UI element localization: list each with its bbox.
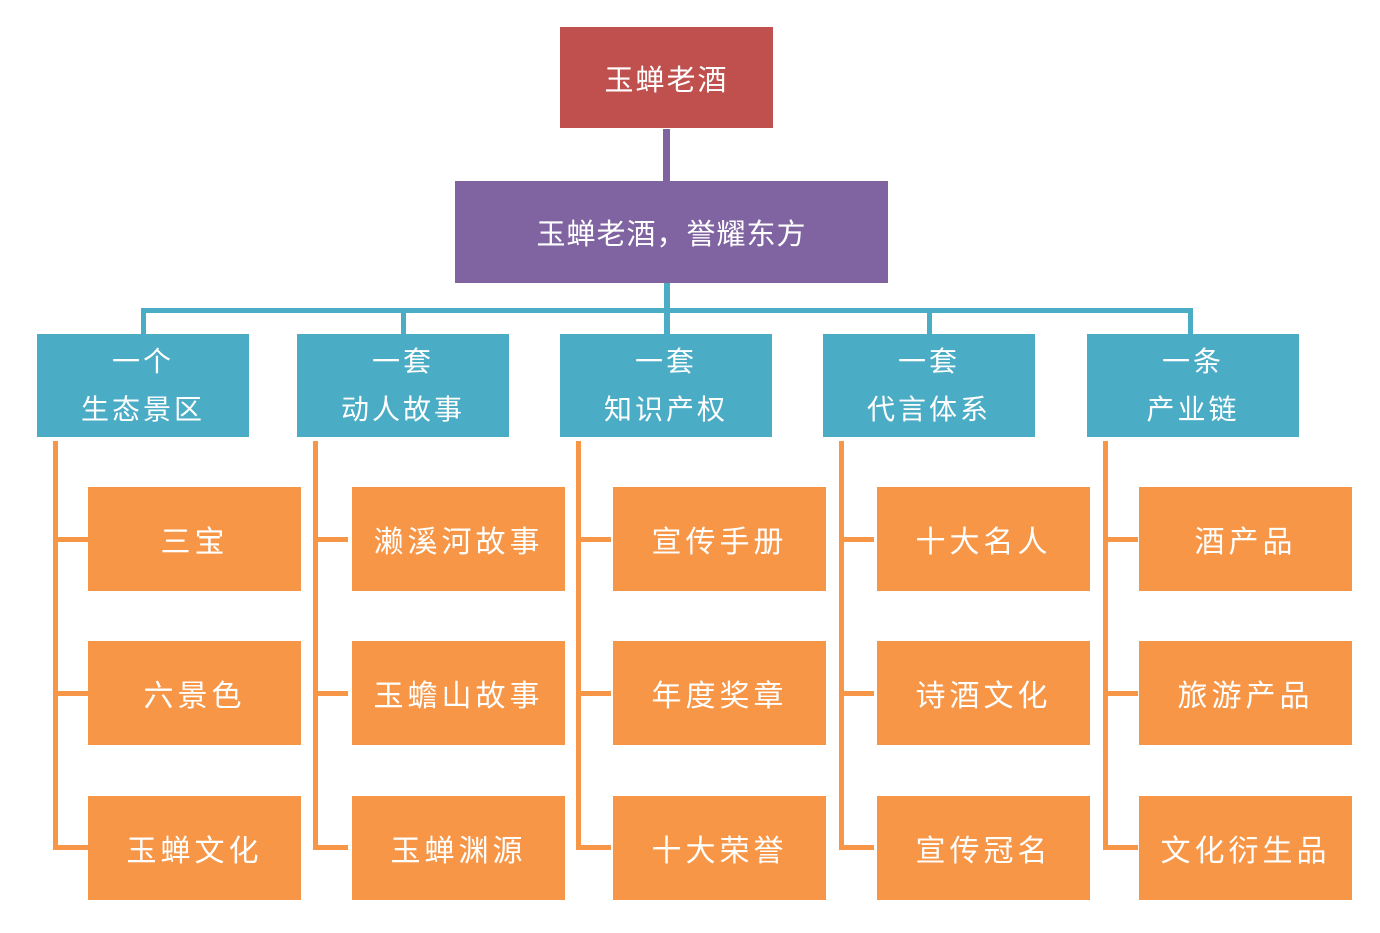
leaf-node-1-2: 六景色 [88,641,301,745]
leaf-node-5-2: 旅游产品 [1139,641,1352,745]
leaf-label: 十大名人 [915,525,1052,560]
leaf-label: 诗酒文化 [915,679,1052,714]
branch-4-label-line2: 代言体系 [866,392,991,426]
branch-5-label-line2: 产业链 [1146,392,1240,426]
leaf-label: 玉蟾山故事 [373,679,544,714]
leaf-label: 旅游产品 [1177,679,1314,714]
branch-node-1: 一个 生态景区 [37,334,249,437]
branch-5-spine-connector [1103,441,1108,849]
branch-node-4: 一套 代言体系 [823,334,1035,437]
branch-1-label-line2: 生态景区 [80,392,205,426]
leaf-stub-connector-3-1 [576,537,611,542]
leaf-node-3-2: 年度奖章 [613,641,826,745]
leaf-stub-connector-3-3 [576,845,611,850]
branch-3-label-line1: 一套 [634,344,697,378]
leaf-node-2-1: 濑溪河故事 [352,487,565,591]
branch-node-2: 一套 动人故事 [297,334,509,437]
leaf-stub-connector-1-1 [53,537,88,542]
leaf-label: 年度奖章 [651,679,788,714]
leaf-node-4-3: 宣传冠名 [877,796,1090,900]
branch-node-3: 一套 知识产权 [560,334,772,437]
root-label: 玉蝉老酒 [604,62,729,97]
branch-2-label-line1: 一套 [371,344,434,378]
branch-1-label-line1: 一个 [111,344,174,378]
branch-drop-connector-3 [664,308,669,334]
leaf-label: 宣传冠名 [915,834,1052,869]
leaf-stub-connector-1-2 [53,691,88,696]
branch-drop-connector-5 [1188,308,1193,334]
leaf-node-1-1: 三宝 [88,487,301,591]
leaf-label: 宣传手册 [651,525,788,560]
leaf-node-2-2: 玉蟾山故事 [352,641,565,745]
branch-3-spine-connector [576,441,581,849]
leaf-node-5-1: 酒产品 [1139,487,1352,591]
leaf-label: 酒产品 [1194,525,1297,560]
leaf-node-3-3: 十大荣誉 [613,796,826,900]
leaf-stub-connector-2-2 [313,691,348,696]
leaf-node-2-3: 玉蝉渊源 [352,796,565,900]
slogan-label: 玉蝉老酒，誉耀东方 [536,217,807,251]
leaf-stub-connector-5-2 [1103,691,1138,696]
branch-2-label-line2: 动人故事 [340,392,465,426]
leaf-label: 文化衍生品 [1160,834,1331,869]
leaf-stub-connector-2-3 [313,845,348,850]
leaf-label: 玉蝉文化 [126,834,263,869]
branch-3-label-line2: 知识产权 [603,392,728,426]
leaf-stub-connector-4-2 [839,691,874,696]
branch-4-spine-connector [839,441,844,849]
root-to-banner-connector [663,129,670,181]
leaf-label: 六景色 [143,679,246,714]
branch-1-spine-connector [53,441,58,849]
leaf-stub-connector-4-1 [839,537,874,542]
leaf-label: 十大荣誉 [651,834,788,869]
slogan-node: 玉蝉老酒，誉耀东方 [455,181,888,283]
leaf-stub-connector-1-3 [53,845,88,850]
leaf-node-5-3: 文化衍生品 [1139,796,1352,900]
branch-drop-connector-2 [401,308,406,334]
leaf-node-4-2: 诗酒文化 [877,641,1090,745]
leaf-stub-connector-3-2 [576,691,611,696]
leaf-label: 濑溪河故事 [373,525,544,560]
leaf-stub-connector-5-1 [1103,537,1138,542]
branch-drop-connector-1 [141,308,146,334]
leaf-stub-connector-5-3 [1103,845,1138,850]
leaf-node-3-1: 宣传手册 [613,487,826,591]
leaf-node-1-3: 玉蝉文化 [88,796,301,900]
branch-5-label-line1: 一条 [1161,344,1224,378]
leaf-stub-connector-2-1 [313,537,348,542]
leaf-node-4-1: 十大名人 [877,487,1090,591]
leaf-label: 玉蝉渊源 [390,834,527,869]
root-node: 玉蝉老酒 [560,27,773,128]
leaf-label: 三宝 [160,525,229,560]
leaf-stub-connector-4-3 [839,845,874,850]
branch-4-label-line1: 一套 [897,344,960,378]
branch-drop-connector-4 [927,308,932,334]
branch-2-spine-connector [313,441,318,849]
branch-node-5: 一条 产业链 [1087,334,1299,437]
